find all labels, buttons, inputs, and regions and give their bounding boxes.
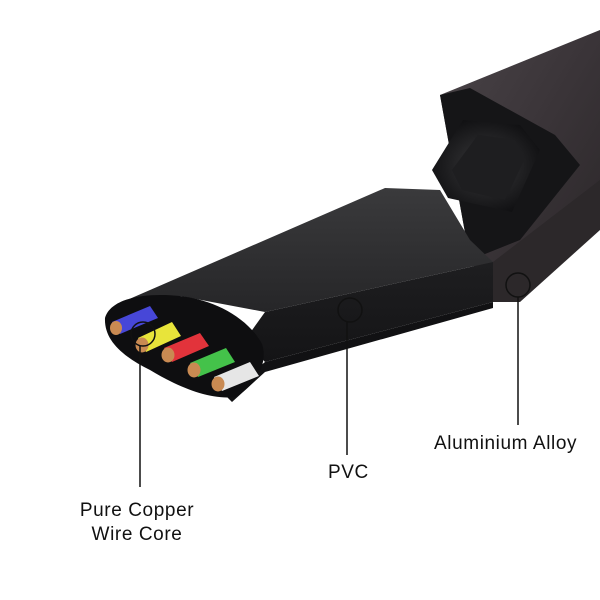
copper-core-label: Pure Copper Wire Core — [56, 499, 218, 547]
copper-core-label-line2: Wire Core — [91, 524, 183, 545]
wire-red — [161, 333, 209, 363]
copper-core-label-line1: Pure Copper — [79, 500, 195, 521]
callout-pvc — [337, 297, 363, 455]
wire-blue — [110, 306, 158, 335]
aluminium-alloy-label: Aluminium Alloy — [434, 433, 578, 454]
pvc-jacket — [104, 188, 493, 402]
wire-white — [211, 362, 259, 392]
aluminium-housing — [432, 30, 600, 302]
pvc-label: PVC — [328, 462, 369, 483]
callout-copper — [130, 321, 156, 487]
callout-aluminium — [505, 272, 531, 425]
wire-green — [187, 348, 235, 378]
